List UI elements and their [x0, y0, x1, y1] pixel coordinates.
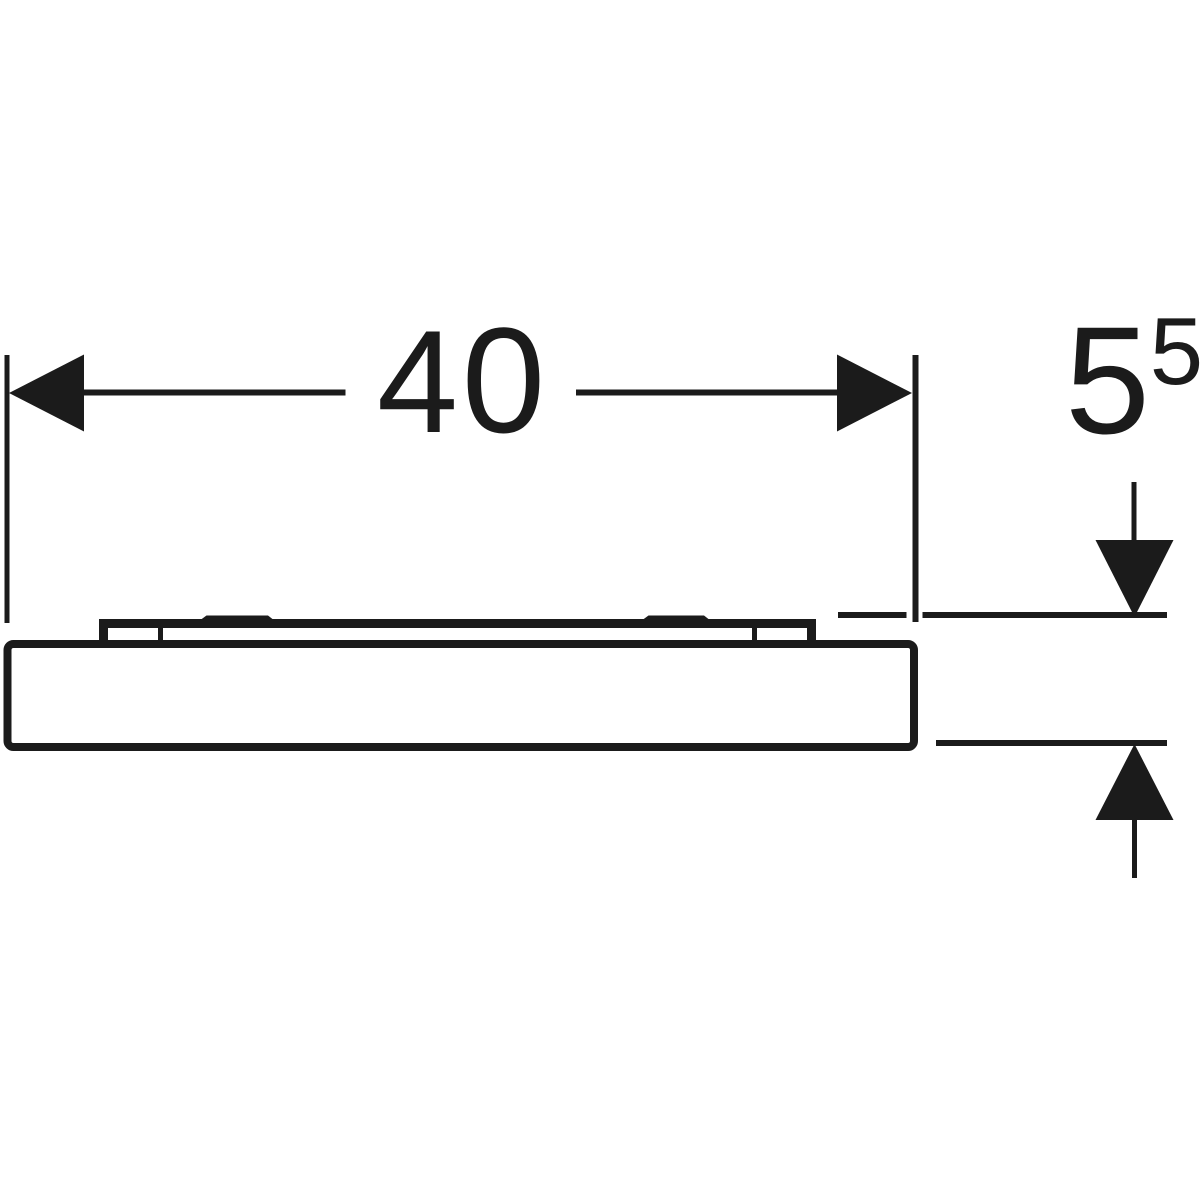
svg-text:4: 4 — [377, 300, 458, 463]
svg-text:0: 0 — [462, 296, 545, 464]
svg-text:5: 5 — [1065, 295, 1150, 466]
svg-text:5: 5 — [1150, 298, 1200, 405]
